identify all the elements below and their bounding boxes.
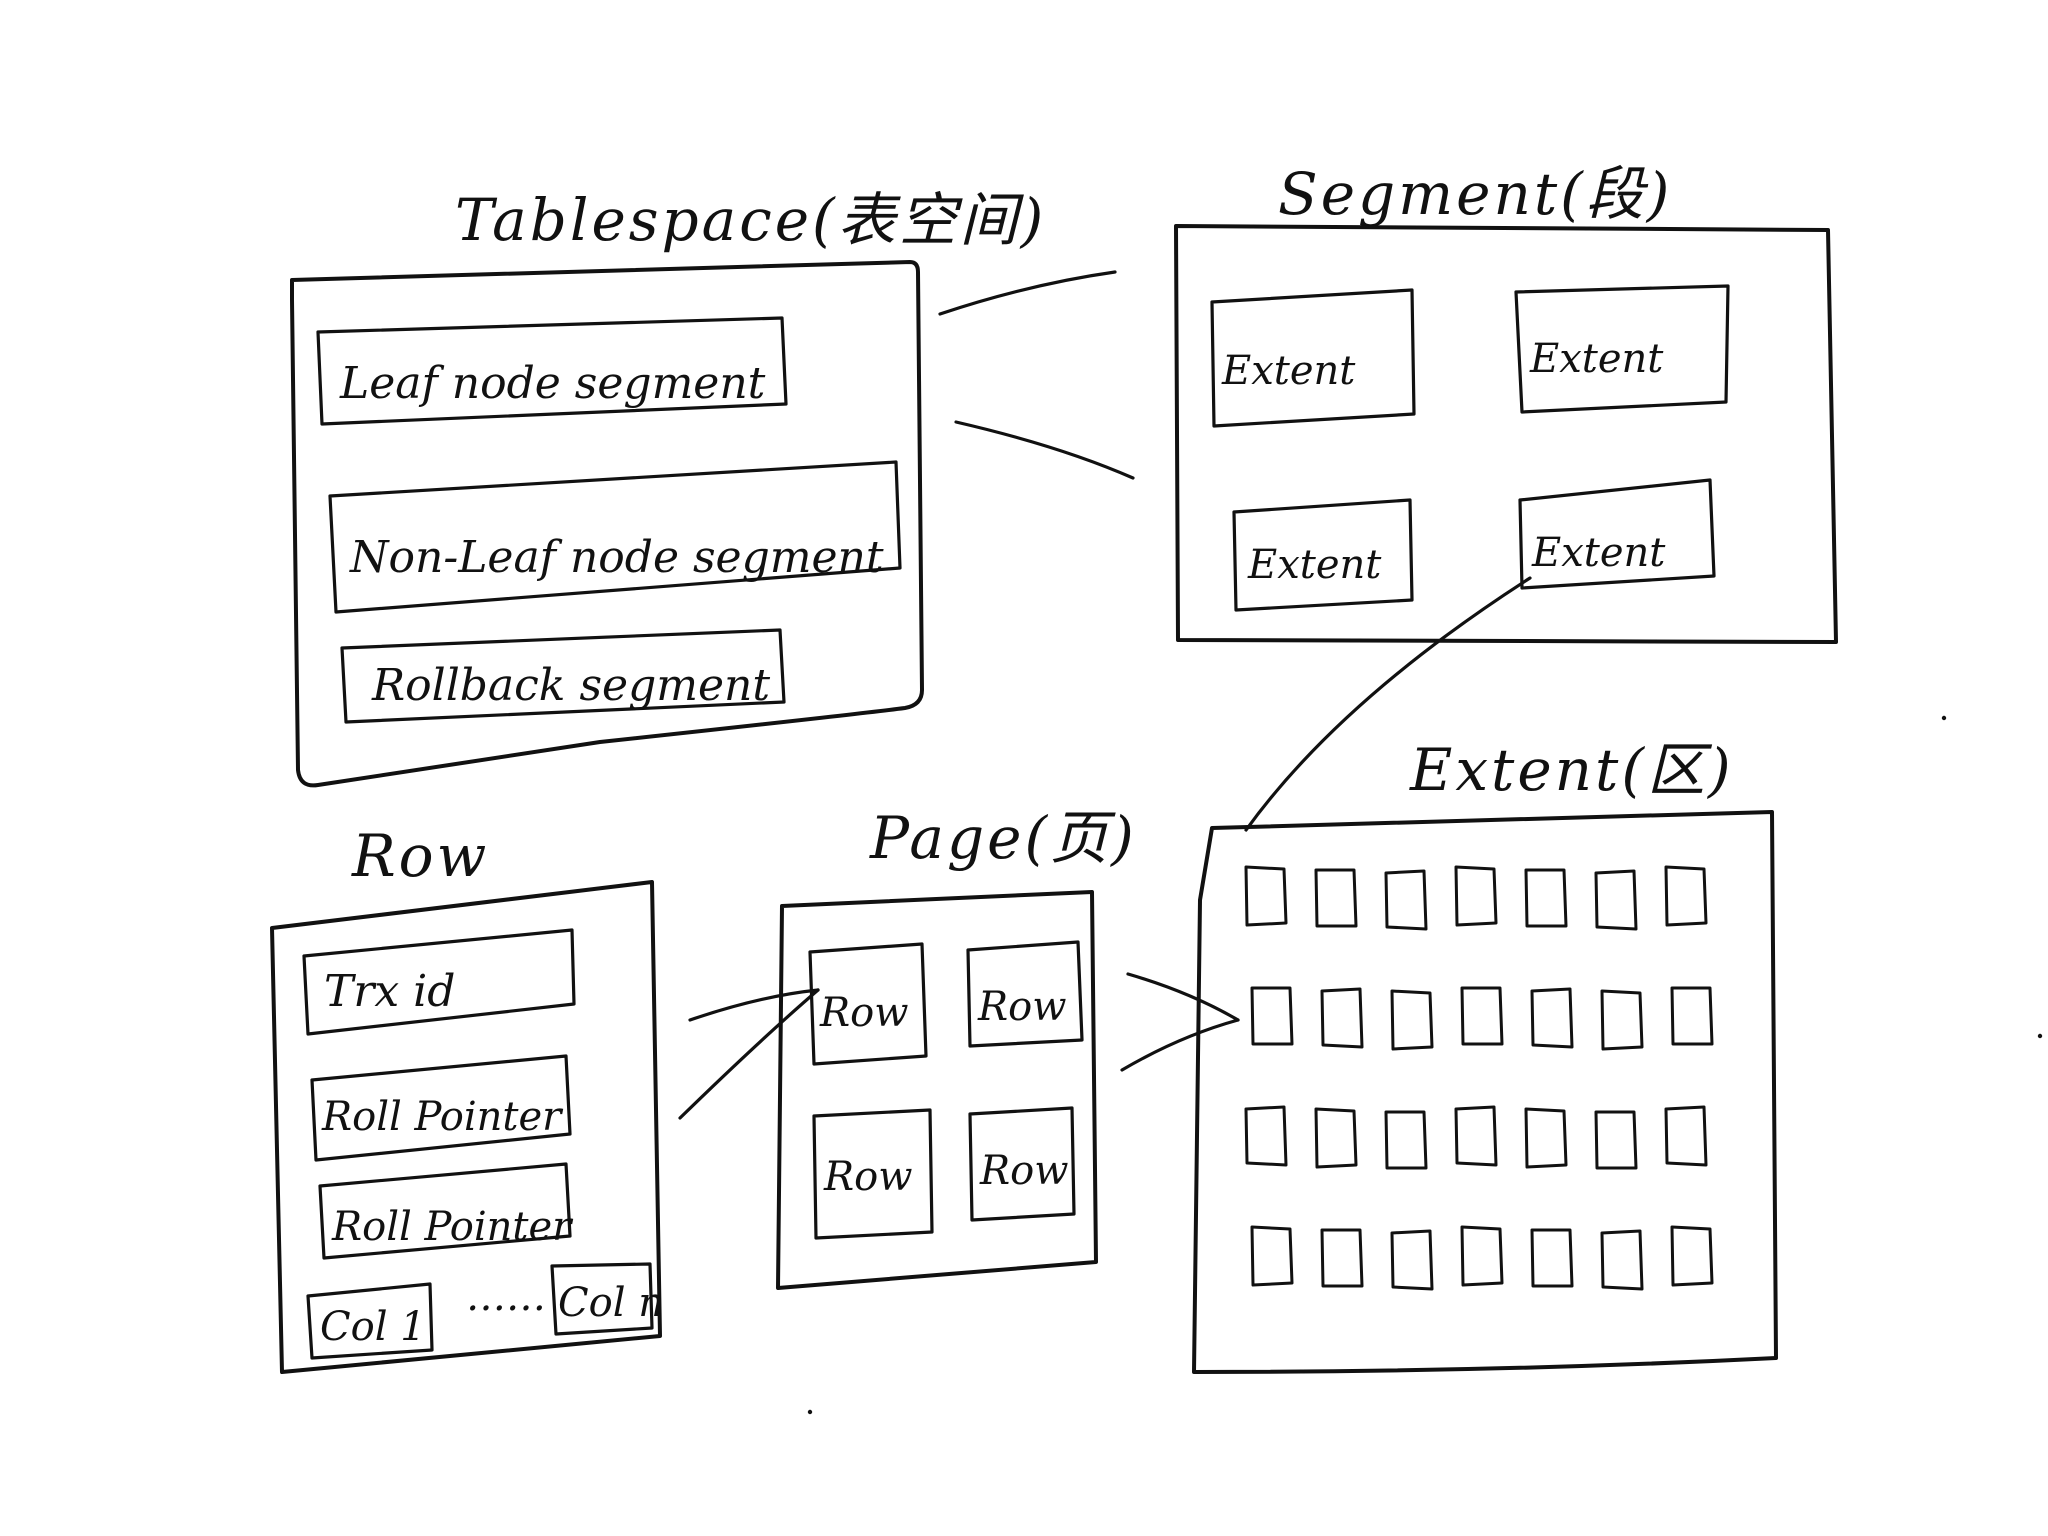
page-title: Page(页) xyxy=(869,804,1137,872)
row-to-page-connector-top xyxy=(688,988,820,1022)
row-col-ellipsis: …… xyxy=(466,1274,546,1320)
extent-box-1 xyxy=(1210,288,1416,428)
page-cell xyxy=(1250,986,1294,1046)
page-cell xyxy=(1600,989,1644,1051)
page-cell xyxy=(1530,987,1574,1049)
row-title: Row xyxy=(351,822,489,890)
page-row-box-4 xyxy=(968,1106,1076,1222)
page-row-label-4: Row xyxy=(979,1148,1068,1194)
page-row-label-3: Row xyxy=(823,1154,912,1200)
extent-box-3 xyxy=(1232,498,1414,612)
page-cell xyxy=(1530,1228,1574,1288)
page-cell xyxy=(1244,865,1288,927)
page-row-box-1 xyxy=(808,942,928,1066)
extent-title: Extent(区) xyxy=(1409,736,1734,804)
extent-label-4: Extent xyxy=(1531,530,1666,576)
page-row-label-1: Row xyxy=(819,990,908,1036)
rollback-segment-label: Rollback segment xyxy=(371,660,770,711)
extent-box-2 xyxy=(1514,284,1730,414)
page-row-label-2: Row xyxy=(977,984,1066,1030)
row-roll-pointer-label-1: Roll Pointer xyxy=(321,1094,564,1140)
segment-box xyxy=(1174,224,1838,644)
extent-label-3: Extent xyxy=(1247,542,1382,588)
page-cell xyxy=(1594,869,1638,931)
row-col-1-box xyxy=(306,1282,434,1360)
page-cell xyxy=(1664,1105,1708,1167)
leaf-node-segment-label: Leaf node segment xyxy=(339,358,766,409)
extent-box xyxy=(1192,810,1778,1374)
page-cell xyxy=(1524,1107,1568,1169)
row-trx-id-label: Trx id xyxy=(324,966,455,1017)
rollback-segment-box xyxy=(340,628,786,724)
extent-box-4 xyxy=(1518,478,1716,590)
page-cell xyxy=(1250,1225,1294,1287)
page-cell xyxy=(1384,869,1428,931)
non-leaf-node-segment-box xyxy=(328,460,902,614)
page-cell xyxy=(1320,987,1364,1049)
row-col-n-box xyxy=(550,1262,654,1336)
row-roll-pointer-box-1 xyxy=(310,1054,572,1162)
page-cell xyxy=(1460,986,1504,1046)
segment-title: Segment(段) xyxy=(1278,160,1672,228)
row-group: Row Trx id Roll Pointer Roll Pointer Col… xyxy=(270,822,664,1374)
page-cell xyxy=(1390,989,1434,1051)
extent-label-1: Extent xyxy=(1221,348,1356,394)
page-cell xyxy=(1454,1105,1498,1167)
row-roll-pointer-label-2: Roll Pointer xyxy=(331,1204,574,1250)
page-cell xyxy=(1664,865,1708,927)
row-col-1-label: Col 1 xyxy=(320,1304,426,1350)
stray-dot xyxy=(1941,715,1947,721)
page-cell xyxy=(1600,1229,1644,1291)
page-group: Page(页) Row Row Row Row xyxy=(776,804,1137,1290)
tablespace-title: Tablespace(表空间) xyxy=(455,186,1046,254)
page-cell xyxy=(1384,1110,1428,1170)
tablespace-to-segment-connector-bottom xyxy=(954,420,1135,480)
segment-group: Segment(段) Extent Extent Extent Extent xyxy=(1174,160,1838,644)
row-box xyxy=(270,880,662,1374)
page-cell xyxy=(1670,986,1714,1046)
page-cell xyxy=(1314,868,1358,928)
tablespace-group: Tablespace(表空间) Leaf node segment Non-Le… xyxy=(290,186,1046,788)
page-to-extent-connector-top xyxy=(1126,972,1240,1022)
page-cell xyxy=(1320,1228,1364,1288)
page-cell xyxy=(1244,1105,1288,1167)
stray-dot xyxy=(2037,1033,2043,1039)
row-trx-id-box xyxy=(302,928,576,1036)
page-cell xyxy=(1314,1107,1358,1169)
page-row-box-3 xyxy=(812,1108,934,1240)
page-cell xyxy=(1594,1110,1638,1170)
extent-label-2: Extent xyxy=(1529,336,1664,382)
leaf-node-segment-box xyxy=(316,316,788,426)
segment-to-extent-connector xyxy=(1244,576,1532,832)
non-leaf-node-segment-label: Non-Leaf node segment xyxy=(349,532,884,583)
row-roll-pointer-box-2 xyxy=(318,1162,572,1260)
tablespace-to-segment-connector-top xyxy=(938,270,1117,316)
page-row-box-2 xyxy=(966,940,1084,1048)
page-cell xyxy=(1454,865,1498,927)
page-cell xyxy=(1524,868,1568,928)
page-cell xyxy=(1460,1225,1504,1287)
row-col-n-label: Col n xyxy=(558,1280,664,1326)
extent-group: Extent(区) xyxy=(1192,736,1778,1374)
page-grid xyxy=(1244,865,1714,1291)
row-to-page-connector-bottom xyxy=(678,988,820,1120)
page-cell xyxy=(1670,1225,1714,1287)
page-to-extent-connector-bottom xyxy=(1120,1018,1240,1072)
stray-dot xyxy=(807,1409,813,1415)
page-box xyxy=(776,890,1098,1290)
page-cell xyxy=(1390,1229,1434,1291)
tablespace-box xyxy=(290,260,924,788)
